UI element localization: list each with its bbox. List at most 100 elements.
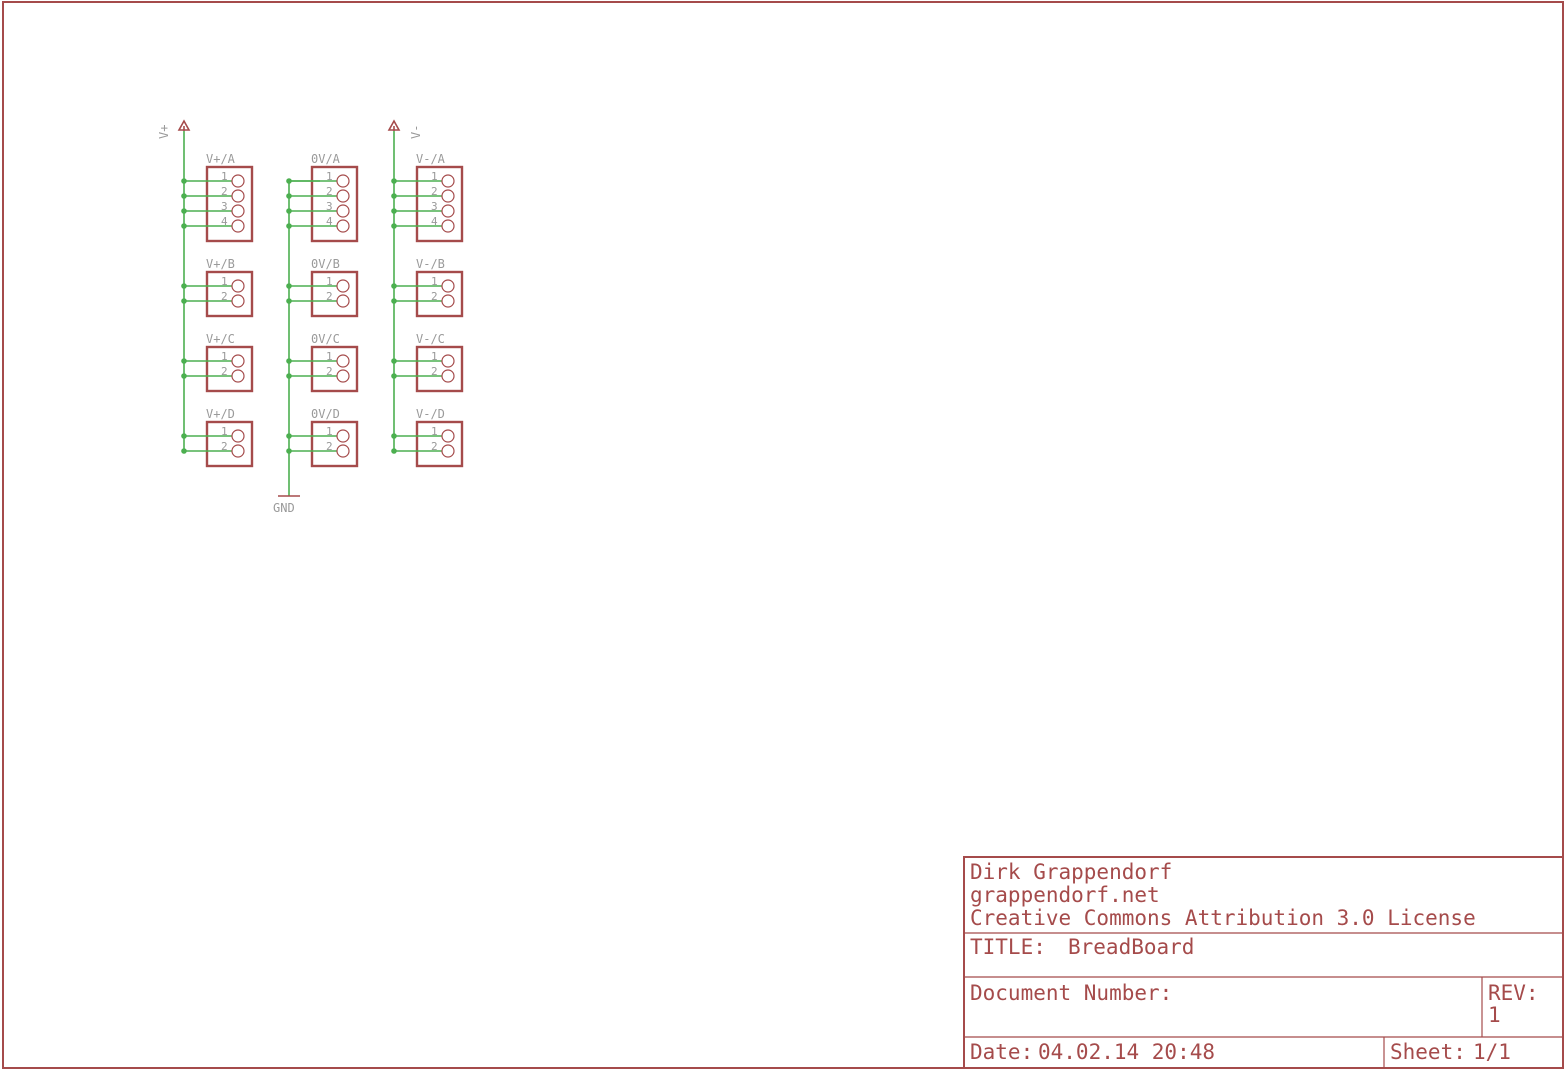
pin-number: 2 [221, 185, 228, 198]
pin-number: 3 [326, 200, 333, 213]
pin-contact [231, 294, 245, 308]
supply-label: V- [409, 125, 423, 139]
pin-contact [441, 189, 455, 203]
connector-body [415, 165, 464, 243]
pin-number: 1 [431, 170, 438, 183]
pin-contact [231, 369, 245, 383]
pin-contact [441, 429, 455, 443]
pin-number: 3 [221, 200, 228, 213]
connector-body [415, 420, 464, 468]
revision-label: REV: [1488, 981, 1539, 1005]
connector-body [205, 345, 254, 393]
connector-body [310, 270, 359, 318]
connector-name: V+/D [206, 407, 235, 421]
pin-number: 2 [431, 185, 438, 198]
connector-name: V+/C [206, 332, 235, 346]
pin-number: 1 [326, 170, 333, 183]
pin-contact [336, 174, 350, 188]
pin-contact [336, 429, 350, 443]
pin-number: 2 [326, 440, 333, 453]
connector-body [310, 420, 359, 468]
pin-contact [231, 429, 245, 443]
title-label: TITLE: [970, 935, 1046, 959]
ground-label: GND [273, 501, 295, 515]
pin-number: 2 [326, 365, 333, 378]
pin-number: 1 [431, 425, 438, 438]
pin-number: 3 [431, 200, 438, 213]
pin-contact [336, 294, 350, 308]
date-value: 04.02.14 20:48 [1038, 1040, 1215, 1064]
license-text: Creative Commons Attribution 3.0 License [970, 906, 1476, 930]
pin-contact [231, 189, 245, 203]
pin-number: 1 [221, 170, 228, 183]
pin-contact [231, 204, 245, 218]
pin-number: 2 [431, 440, 438, 453]
pin-number: 1 [221, 350, 228, 363]
pin-contact [441, 354, 455, 368]
connector-name: 0V/D [311, 407, 340, 421]
connector-name: V-/B [416, 257, 445, 271]
pin-number: 2 [221, 290, 228, 303]
connector-body [310, 345, 359, 393]
pin-number: 1 [431, 350, 438, 363]
revision-value: 1 [1488, 1003, 1501, 1027]
pin-contact [441, 219, 455, 233]
pin-contact [441, 174, 455, 188]
pin-contact [231, 279, 245, 293]
pin-contact [336, 189, 350, 203]
connector-name: V-/D [416, 407, 445, 421]
pin-contact [336, 219, 350, 233]
pin-number: 2 [221, 440, 228, 453]
pin-number: 1 [221, 275, 228, 288]
pin-contact [336, 204, 350, 218]
pin-number: 2 [221, 365, 228, 378]
pin-contact [336, 369, 350, 383]
pin-contact [231, 219, 245, 233]
date-label: Date: [970, 1040, 1033, 1064]
pin-number: 2 [326, 185, 333, 198]
connector-body [205, 420, 254, 468]
pin-number: 1 [326, 350, 333, 363]
title-value: BreadBoard [1068, 935, 1194, 959]
pin-number: 2 [326, 290, 333, 303]
pin-contact [336, 444, 350, 458]
pin-contact [441, 294, 455, 308]
pin-number: 1 [326, 425, 333, 438]
pin-contact [231, 354, 245, 368]
pin-contact [441, 369, 455, 383]
sheet-value: 1/1 [1473, 1040, 1511, 1064]
pin-number: 4 [221, 215, 228, 228]
connector-name: 0V/C [311, 332, 340, 346]
connector-name: V+/B [206, 257, 235, 271]
sheet-label: Sheet: [1390, 1040, 1466, 1064]
pin-contact [231, 174, 245, 188]
connector-body [415, 345, 464, 393]
connector-body [205, 270, 254, 318]
pin-contact [441, 444, 455, 458]
connector-body [415, 270, 464, 318]
pin-contact [231, 444, 245, 458]
pin-number: 1 [326, 275, 333, 288]
title-block-border [963, 856, 1564, 1069]
pin-number: 1 [431, 275, 438, 288]
supply-label: V+ [157, 125, 171, 139]
pin-number: 2 [431, 365, 438, 378]
pin-contact [441, 279, 455, 293]
pin-contact [441, 204, 455, 218]
pin-number: 4 [431, 215, 438, 228]
pin-number: 2 [431, 290, 438, 303]
connector-name: V-/C [416, 332, 445, 346]
title-block: Dirk Grappendorf grappendorf.net Creativ… [963, 856, 1564, 1069]
connector-name: 0V/A [311, 152, 341, 166]
connector-name: V+/A [206, 152, 236, 166]
connector-name: 0V/B [311, 257, 340, 271]
connector-body [310, 165, 359, 243]
pin-contact [336, 279, 350, 293]
schematic-area: V+/A1234V+/B12V+/C12V+/D12V+0V/A12340V/B… [157, 119, 464, 515]
author-name: Dirk Grappendorf [970, 860, 1172, 884]
connector-body [205, 165, 254, 243]
document-number-label: Document Number: [970, 981, 1172, 1005]
pin-contact [336, 354, 350, 368]
